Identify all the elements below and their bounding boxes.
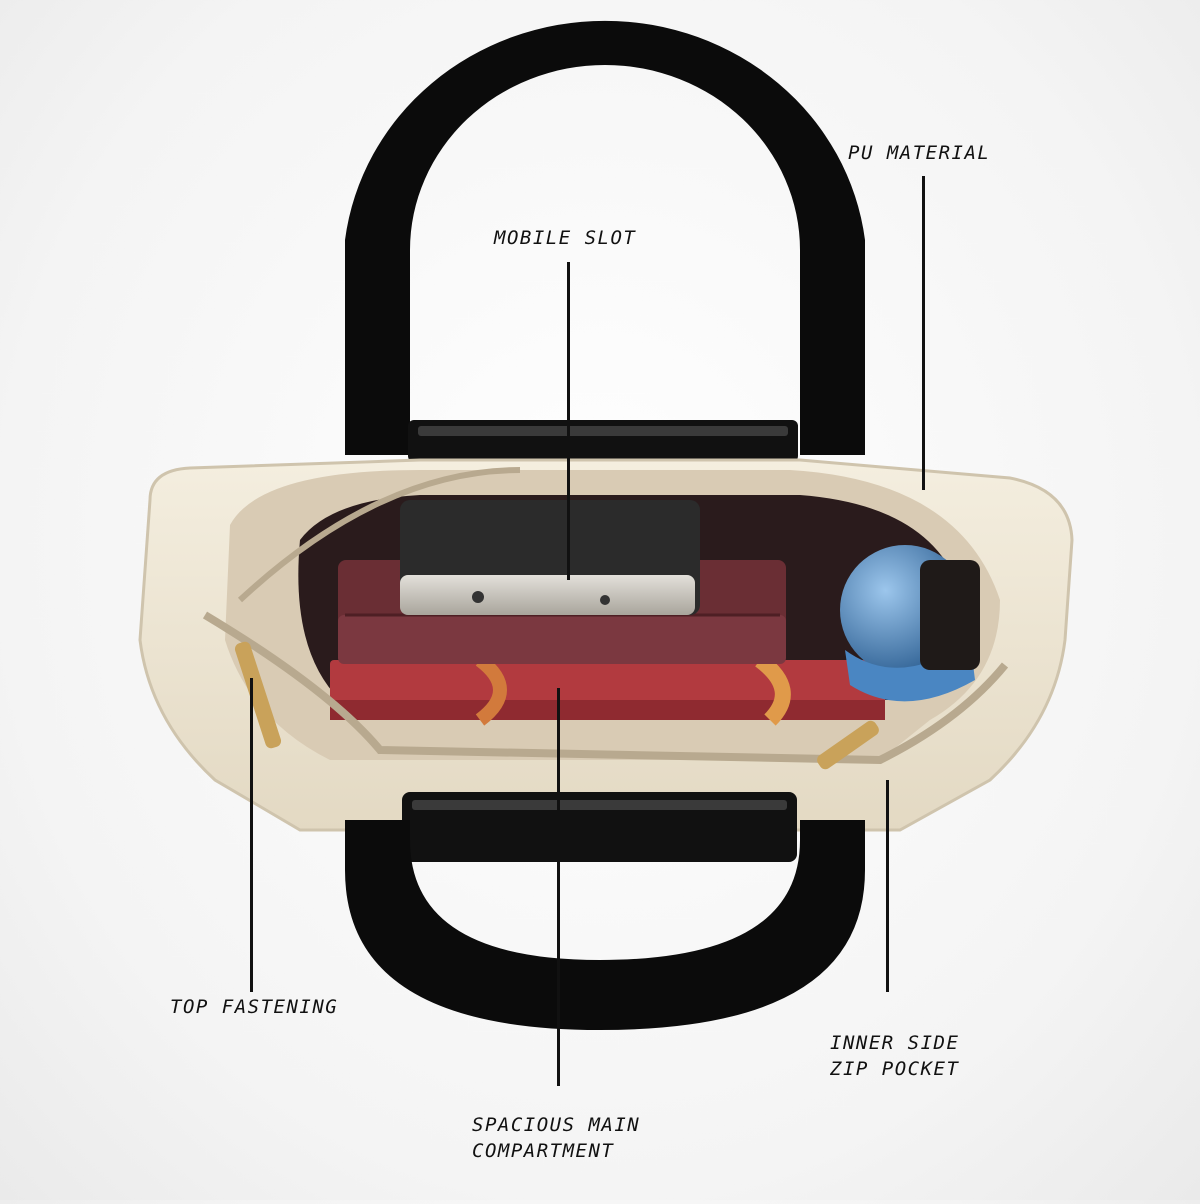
inner-side-zip-pocket-leader-line (886, 780, 889, 992)
pu-material-leader-line (922, 176, 925, 490)
cosmetic-bottle (840, 545, 980, 702)
top-fastening-label: TOP FASTENING (170, 996, 339, 1018)
top-handle (345, 20, 865, 462)
spacious-main-compartment-leader-line (557, 688, 560, 1086)
mobile-slot-leader-line (567, 262, 570, 580)
inner-side-zip-pocket-label-line1: INNER SIDE (830, 1032, 960, 1054)
mobile-slot-label: MOBILE SLOT (494, 227, 637, 249)
spacious-main-compartment-label-line2: COMPARTMENT (472, 1140, 615, 1162)
mobile-phone (400, 500, 700, 615)
top-fastening-leader-line (250, 678, 253, 992)
notebook (330, 653, 885, 726)
zipper (202, 467, 1009, 770)
pu-material-label: PU MATERIAL (848, 142, 991, 164)
inner-side-zip-pocket-label-line2: ZIP POCKET (830, 1058, 960, 1080)
bottom-handle (345, 792, 865, 1030)
spacious-main-compartment-label-line1: SPACIOUS MAIN (472, 1114, 641, 1136)
